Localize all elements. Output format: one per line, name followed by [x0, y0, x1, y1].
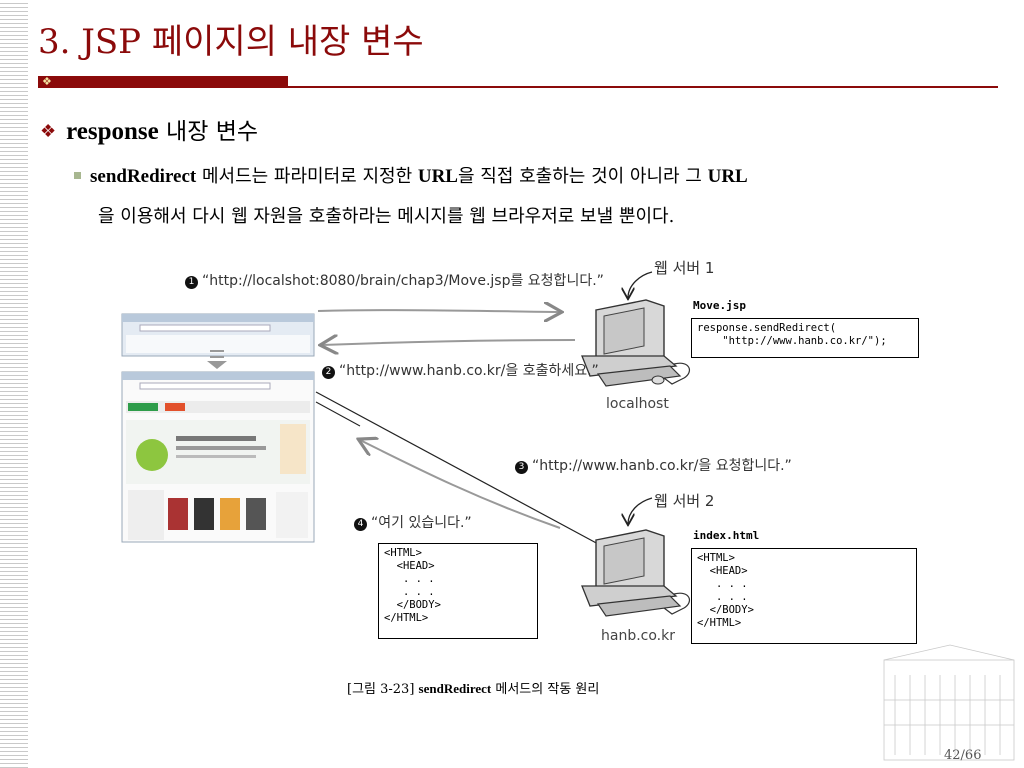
- step3-number: 3: [515, 461, 528, 474]
- caption-rest: 메서드의 작동 원리: [491, 682, 600, 697]
- request-arrow-1: [317, 310, 560, 312]
- slide-title: 3. JSP 페이지의 내장 변수: [38, 22, 424, 62]
- server1-pointer: [628, 271, 653, 298]
- text-segment: 을 직접 호출하는 것이 아니라 그: [457, 166, 708, 187]
- step1-number: 1: [185, 276, 198, 289]
- server2-computer-icon: [581, 529, 691, 617]
- square-bullet-icon: [74, 172, 81, 179]
- step1-text: “http://localshot:8080/brain/chap3/Move.…: [202, 273, 604, 289]
- diamond-ornament-icon: ❖: [42, 75, 52, 88]
- step2-text: “http://www.hanb.co.kr/을 호출하세요.”: [339, 363, 599, 379]
- move-jsp-label: Move.jsp: [693, 299, 746, 312]
- move-jsp-code-box: response.sendRedirect( "http://www.hanb.…: [691, 318, 919, 358]
- browser-window-top: [121, 313, 315, 357]
- step4-label: 4 “여기 있습니다.”: [354, 512, 472, 532]
- sub-bullet-paragraph: sendRedirect 메서드는 파라미터로 지정한 URL을 직접 호출하는…: [74, 157, 974, 237]
- title-underline-bar: [38, 76, 288, 88]
- page-number: 42/66: [944, 748, 982, 763]
- step1-label: 1 “http://localshot:8080/brain/chap3/Move…: [185, 270, 604, 290]
- client-html-code-box: <HTML> <HEAD> . . . . . . </BODY> </HTML…: [378, 543, 538, 639]
- step3-label: 3 “http://www.hanb.co.kr/을 요청합니다.”: [515, 455, 792, 475]
- server1-computer-icon: [581, 299, 691, 387]
- host1-label: localhost: [606, 396, 669, 412]
- transition-arrow-icon: [207, 350, 227, 369]
- server1-label: 웹 서버 1: [654, 259, 715, 277]
- caption-bold: sendRedirect: [418, 681, 492, 696]
- building-sketch-decoration: [883, 644, 1015, 761]
- heading-text: 내장 변수: [158, 119, 259, 145]
- bold-sendredirect: sendRedirect: [90, 166, 197, 187]
- index-html-label: index.html: [693, 529, 760, 542]
- title-underline-line: [288, 86, 998, 88]
- left-stripe-decoration: [0, 0, 28, 768]
- heading-bullet: ❖ response 내장 변수: [40, 112, 258, 146]
- caption-prefix: [그림 3-23]: [347, 682, 419, 697]
- browser-window-bottom: [121, 371, 315, 543]
- diamond-bullet-icon: ❖: [40, 121, 57, 142]
- redirect-arrow-2: [322, 340, 576, 345]
- index-html-code-box: <HTML> <HEAD> . . . . . . </BODY> </HTML…: [691, 548, 917, 644]
- step2-label: 2 “http://www.hanb.co.kr/을 호출하세요.”: [322, 360, 599, 380]
- step4-number: 4: [354, 518, 367, 531]
- figure-caption: [그림 3-23] sendRedirect 메서드의 작동 원리: [347, 678, 599, 697]
- step3-text: “http://www.hanb.co.kr/을 요청합니다.”: [532, 458, 792, 474]
- server2-pointer: [628, 497, 653, 524]
- server2-label: 웹 서버 2: [654, 492, 715, 510]
- text-line-2: 을 이용해서 다시 웹 자원을 호출하라는 메시지를 웹 브라우저로 보낼 뿐이…: [98, 206, 675, 227]
- text-segment: 메서드는 파라미터로 지정한: [196, 166, 418, 187]
- heading-bold: response: [66, 118, 159, 145]
- host2-label: hanb.co.kr: [601, 628, 675, 644]
- step4-text: “여기 있습니다.”: [371, 515, 472, 531]
- step2-number: 2: [322, 366, 335, 379]
- bold-url: URL: [417, 166, 458, 187]
- response-arrow-4: [360, 440, 561, 529]
- request-arrow-3: [315, 391, 601, 546]
- bold-url: URL: [707, 166, 748, 187]
